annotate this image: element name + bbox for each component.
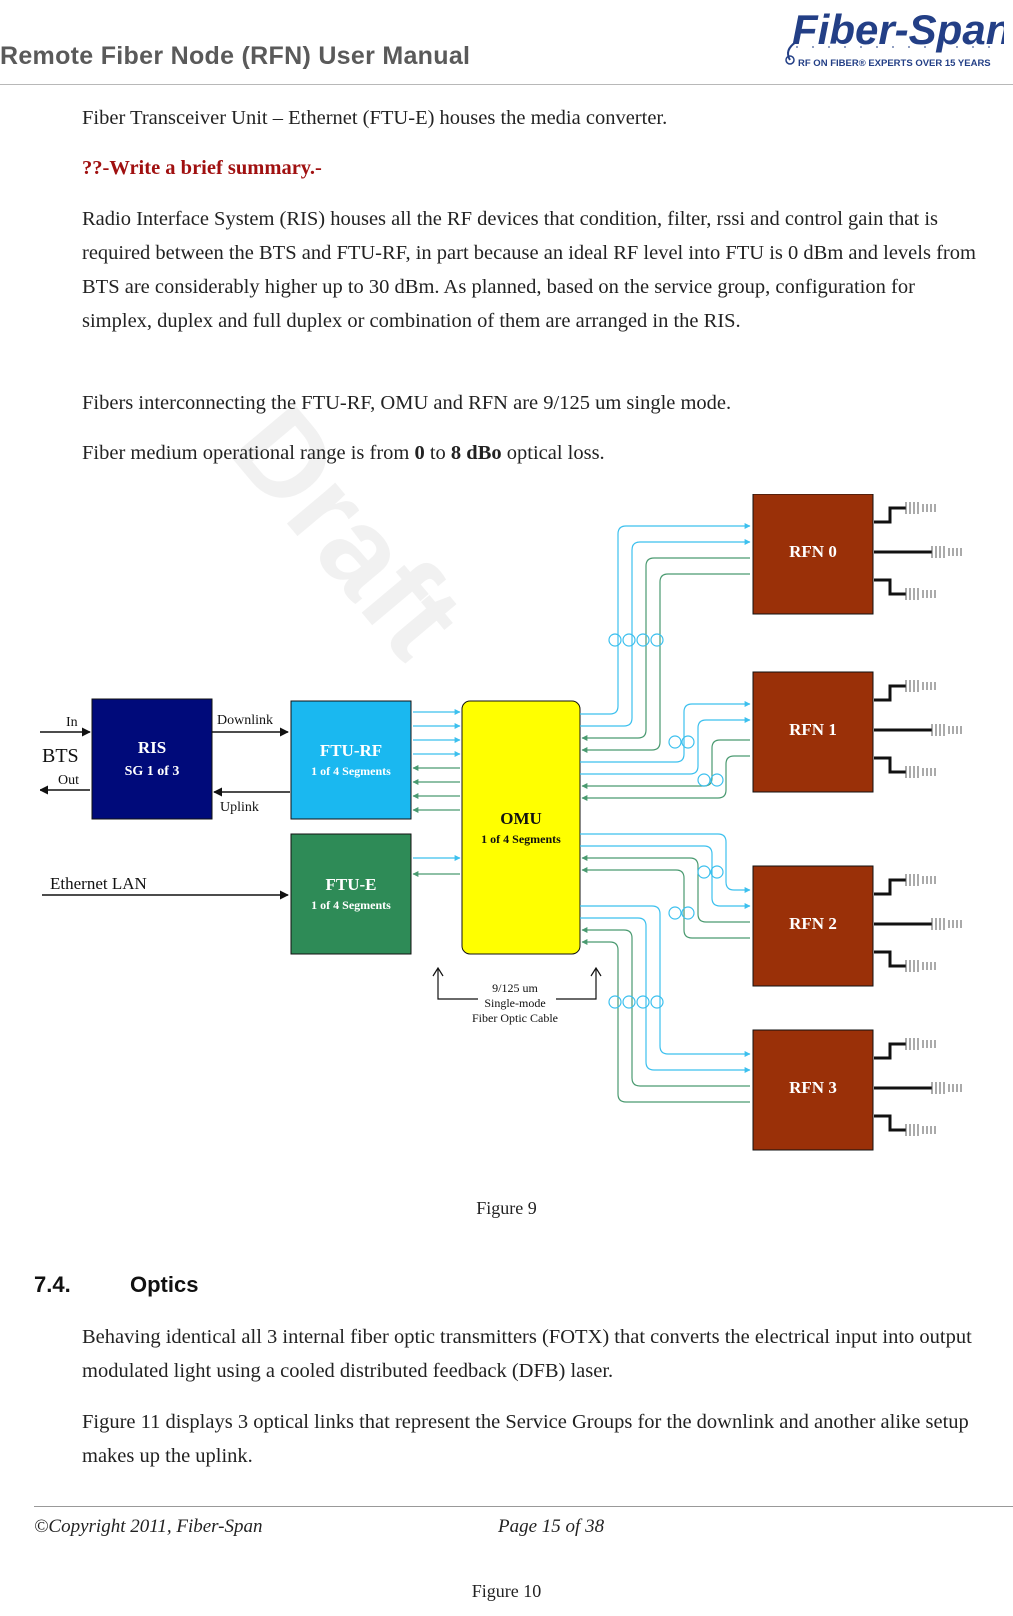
system-block-diagram: BTS In Out RIS SG 1 of 3 Downlink Uplink… xyxy=(40,494,962,1151)
footer-rule xyxy=(34,1506,1013,1507)
rfn-0: RFN 0 xyxy=(752,494,874,615)
rfn-0-label: RFN 0 xyxy=(789,542,837,561)
omu-block xyxy=(461,700,581,955)
antenna-icons xyxy=(874,506,932,1132)
ftu-rf-title: FTU-RF xyxy=(320,741,382,760)
ris-subtitle: SG 1 of 3 xyxy=(125,764,180,779)
figure-10-caption: Figure 10 xyxy=(471,1581,542,1601)
uplink-label: Uplink xyxy=(220,800,259,815)
downlink-label: Downlink xyxy=(217,713,273,728)
cable-note-line2: Single-mode xyxy=(484,996,545,1010)
range-text-after: optical loss. xyxy=(501,442,605,464)
ftu-rf-subtitle: 1 of 4 Segments xyxy=(311,764,391,778)
ftu-e-block xyxy=(290,833,412,955)
rfn-1-label: RFN 1 xyxy=(789,720,837,739)
ftu-e-subtitle: 1 of 4 Segments xyxy=(311,898,391,912)
ftu-e-title: FTU-E xyxy=(326,875,377,894)
paragraph-ftu-e: Fiber Transceiver Unit – Ethernet (FTU-E… xyxy=(82,107,668,129)
rfn-2-label: RFN 2 xyxy=(789,914,837,933)
svg-text:Fiber-Span: Fiber-Span xyxy=(792,6,1004,53)
bts-label: BTS xyxy=(42,745,79,767)
bts-out-label: Out xyxy=(58,773,79,788)
fiber-span-logo: Fiber-Span RF ON FIBER® EXPERTS OVER 15 … xyxy=(785,6,1004,69)
paragraph-optics-1: Behaving identical all 3 internal fiber … xyxy=(82,1326,972,1382)
section-number: 7.4. xyxy=(34,1272,71,1297)
fiber-links xyxy=(580,523,751,1103)
cable-note-line3: Fiber Optic Cable xyxy=(472,1011,558,1025)
ftu-omu-links xyxy=(412,709,461,877)
figure-9-caption: Figure 9 xyxy=(476,1198,537,1218)
footer-page-number: Page 15 of 38 xyxy=(498,1516,605,1537)
range-from: 0 xyxy=(414,442,425,464)
cable-note-line1: 9/125 um xyxy=(492,981,538,995)
ethernet-lan-label: Ethernet LAN xyxy=(50,874,147,893)
fiber-coils xyxy=(608,633,724,1009)
paragraph-fibers: Fibers interconnecting the FTU-RF, OMU a… xyxy=(82,392,732,414)
range-text-mid: to xyxy=(424,442,451,464)
footer-copyright: ©Copyright 2011, Fiber-Span xyxy=(34,1516,263,1537)
omu-title: OMU xyxy=(500,809,542,828)
rfn-2: RFN 2 xyxy=(752,865,874,987)
svg-text:RF ON FIBER® EXPERTS OVER 15 Y: RF ON FIBER® EXPERTS OVER 15 YEARS xyxy=(798,58,991,69)
editor-note: ??-Write a brief summary.- xyxy=(82,157,322,179)
paragraph-optics-2: Figure 11 displays 3 optical links that … xyxy=(82,1411,969,1467)
header-rule xyxy=(0,84,1013,85)
cable-bracket-right xyxy=(556,969,597,1000)
paragraph-fiber-range: Fiber medium operational range is from 0… xyxy=(82,436,1007,470)
ris-block xyxy=(91,698,213,820)
ftu-rf-block xyxy=(290,700,412,820)
range-to: 8 dBo xyxy=(450,442,502,464)
rfn-3-label: RFN 3 xyxy=(789,1078,837,1097)
document-title: Remote Fiber Node (RFN) User Manual xyxy=(0,42,471,70)
bts-in-label: In xyxy=(66,715,78,730)
omu-subtitle: 1 of 4 Segments xyxy=(481,832,561,846)
section-title: Optics xyxy=(130,1272,199,1297)
rfn-1: RFN 1 xyxy=(752,671,874,793)
cable-bracket-left xyxy=(437,969,478,1000)
antenna-element-icons xyxy=(905,502,962,1136)
paragraph-ris: Radio Interface System (RIS) houses all … xyxy=(82,208,976,332)
ris-title: RIS xyxy=(138,738,166,757)
rfn-3: RFN 3 xyxy=(752,1029,874,1151)
range-text-before: Fiber medium operational range is from xyxy=(82,442,415,464)
section-heading: 7.4. Optics xyxy=(34,1272,198,1298)
